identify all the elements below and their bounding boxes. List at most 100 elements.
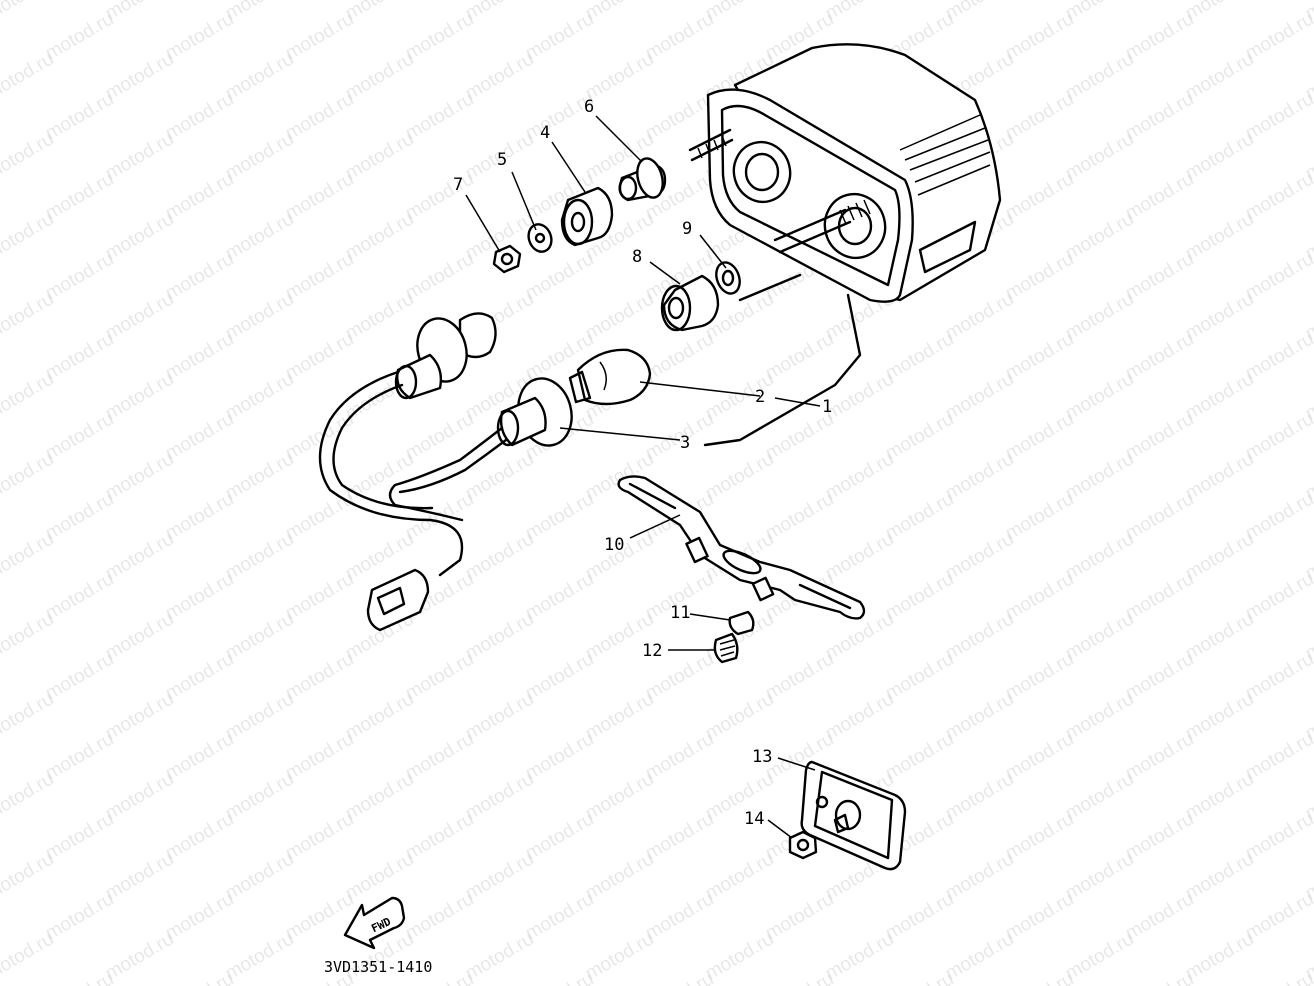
watermark-text: motod.ru bbox=[762, 329, 837, 385]
watermark-text: motod.ru bbox=[1182, 369, 1257, 425]
watermark-text: motod.ru bbox=[522, 649, 597, 705]
watermark-text: motod.ru bbox=[1062, 929, 1137, 985]
watermark-text: motod.ru bbox=[1002, 809, 1077, 865]
part-6-collar bbox=[618, 157, 667, 202]
watermark-text: motod.ru bbox=[522, 889, 597, 945]
watermark-text: motod.ru bbox=[162, 809, 237, 865]
watermark-text: motod.ru bbox=[1062, 689, 1137, 745]
leader-lines bbox=[465, 115, 821, 839]
watermark-text: motod.ru bbox=[702, 689, 777, 745]
watermark-text: motod.ru bbox=[702, 369, 777, 425]
watermark-text: motod.ru bbox=[402, 809, 477, 865]
watermark-text: motod.ru bbox=[942, 449, 1017, 505]
watermark-text: motod.ru bbox=[942, 369, 1017, 425]
part-10-bracket bbox=[617, 475, 866, 620]
watermark-text: motod.ru bbox=[1002, 249, 1077, 305]
part-5-washer bbox=[527, 223, 553, 253]
watermark-text: motod.ru bbox=[642, 889, 717, 945]
watermark-text: motod.ru bbox=[1182, 689, 1257, 745]
part-4-grommet bbox=[560, 186, 614, 247]
watermark-text: motod.ru bbox=[1062, 609, 1137, 665]
watermark-text: motod.ru bbox=[402, 489, 477, 545]
watermark-text: motod.ru bbox=[0, 0, 57, 24]
callout-14: 14 bbox=[744, 809, 764, 829]
watermark-text: motod.ru bbox=[1062, 129, 1137, 185]
watermark-text: motod.ru bbox=[1182, 769, 1257, 825]
watermark-text: motod.ru bbox=[222, 129, 297, 185]
watermark-text: motod.ru bbox=[222, 849, 297, 905]
watermark-text: motod.ru bbox=[762, 489, 837, 545]
watermark-text: motod.ru bbox=[522, 249, 597, 305]
watermark-text: motod.ru bbox=[942, 289, 1017, 345]
watermark-text: motod.ru bbox=[102, 289, 177, 345]
forward-arrow-icon: FWD bbox=[343, 896, 406, 950]
watermark-text: motod.ru bbox=[522, 569, 597, 625]
watermark-text: motod.ru bbox=[222, 769, 297, 825]
watermark-text: motod.ru bbox=[822, 929, 897, 985]
watermark-text: motod.ru bbox=[762, 889, 837, 945]
watermark-text: motod.ru bbox=[882, 969, 957, 986]
watermark-text: motod.ru bbox=[1242, 169, 1314, 225]
watermark-text: motod.ru bbox=[1122, 809, 1197, 865]
watermark-text: motod.ru bbox=[102, 49, 177, 105]
watermark-text: motod.ru bbox=[402, 249, 477, 305]
watermark-text: motod.ru bbox=[1242, 969, 1314, 986]
watermark-text: motod.ru bbox=[1182, 289, 1257, 345]
watermark-text: motod.ru bbox=[1122, 169, 1197, 225]
watermark-text: motod.ru bbox=[642, 729, 717, 785]
watermark-text: motod.ru bbox=[762, 969, 837, 986]
watermark-text: motod.ru bbox=[102, 609, 177, 665]
watermark-text: motod.ru bbox=[42, 649, 117, 705]
watermark-text: motod.ru bbox=[42, 9, 117, 65]
watermark-text: motod.ru bbox=[1002, 169, 1077, 225]
watermark-text: motod.ru bbox=[42, 809, 117, 865]
watermark-text: motod.ru bbox=[342, 129, 417, 185]
watermark-text: motod.ru bbox=[222, 369, 297, 425]
watermark-text: motod.ru bbox=[282, 329, 357, 385]
watermark-text: motod.ru bbox=[402, 9, 477, 65]
watermark-text: motod.ru bbox=[162, 249, 237, 305]
watermark-text: motod.ru bbox=[102, 129, 177, 185]
watermark-text: motod.ru bbox=[222, 529, 297, 585]
watermark-text: motod.ru bbox=[1182, 129, 1257, 185]
watermark-text: motod.ru bbox=[1002, 969, 1077, 986]
watermark-text: motod.ru bbox=[342, 449, 417, 505]
callout-10: 10 bbox=[604, 535, 624, 555]
callout-4: 4 bbox=[540, 123, 550, 143]
watermark-text: motod.ru bbox=[0, 929, 57, 985]
watermark-text: motod.ru bbox=[282, 729, 357, 785]
watermark-text: motod.ru bbox=[1242, 889, 1314, 945]
watermark-text: motod.ru bbox=[522, 809, 597, 865]
bracket-bolts bbox=[685, 536, 775, 602]
watermark-text: motod.ru bbox=[462, 609, 537, 665]
watermark-text: motod.ru bbox=[1122, 249, 1197, 305]
watermark-text: motod.ru bbox=[0, 689, 57, 745]
watermark-text: motod.ru bbox=[282, 89, 357, 145]
watermark-text: motod.ru bbox=[102, 209, 177, 265]
watermark-text: motod.ru bbox=[642, 969, 717, 986]
watermark-text: motod.ru bbox=[1062, 849, 1137, 905]
watermark-text: motod.ru bbox=[102, 369, 177, 425]
watermark-text: motod.ru bbox=[1062, 209, 1137, 265]
watermark-text: motod.ru bbox=[0, 849, 57, 905]
watermark-text: motod.ru bbox=[162, 649, 237, 705]
watermark-text: motod.ru bbox=[882, 329, 957, 385]
watermark-text: motod.ru bbox=[822, 369, 897, 425]
watermark-text: motod.ru bbox=[942, 689, 1017, 745]
watermark-text: motod.ru bbox=[1002, 89, 1077, 145]
watermark-text: motod.ru bbox=[462, 769, 537, 825]
callouts: 1 2 3 4 5 6 7 8 9 10 11 12 13 14 bbox=[453, 97, 832, 829]
watermark-text: motod.ru bbox=[1182, 849, 1257, 905]
watermark-text: motod.ru bbox=[162, 89, 237, 145]
watermark-text: motod.ru bbox=[1182, 449, 1257, 505]
watermark-text: motod.ru bbox=[882, 489, 957, 545]
watermark-text: motod.ru bbox=[1122, 649, 1197, 705]
watermark-text: motod.ru bbox=[942, 529, 1017, 585]
watermark-text: motod.ru bbox=[942, 929, 1017, 985]
watermark-text: motod.ru bbox=[522, 489, 597, 545]
watermark-text: motod.ru bbox=[342, 849, 417, 905]
watermark-text: motod.ru bbox=[1122, 9, 1197, 65]
watermark-text: motod.ru bbox=[582, 689, 657, 745]
watermark-text: motod.ru bbox=[222, 49, 297, 105]
callout-5: 5 bbox=[497, 150, 507, 170]
